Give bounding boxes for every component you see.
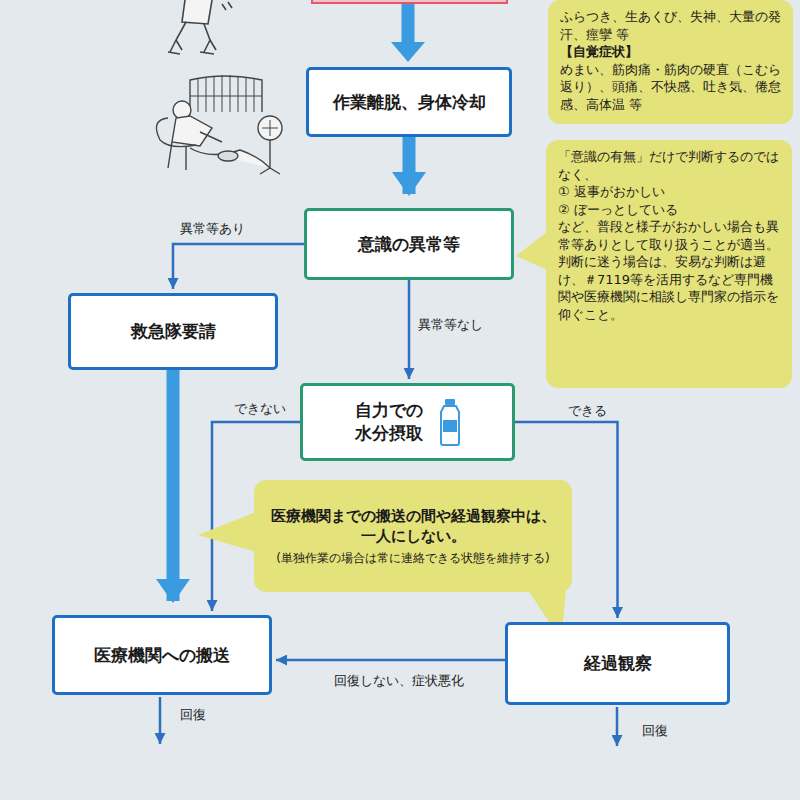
flow-arrow — [276, 659, 505, 662]
fan-head — [258, 116, 282, 140]
node-text: など、普段と様子がおかしい場合も異常等ありとして取り扱うことが適当。 — [558, 218, 780, 253]
fence-rail — [190, 96, 262, 97]
node-text: めまい、筋肉痛・筋肉の硬直（こむら返り）、頭痛、不快感、吐き気、倦怠感、高体温 … — [560, 61, 781, 114]
node-text: 医療機関への搬送 — [94, 644, 230, 667]
water-splash — [218, 151, 238, 161]
node-text: 救急隊要請 — [131, 320, 216, 343]
node-text: 意識の異常等 — [358, 233, 460, 256]
bottle-label — [443, 420, 457, 432]
node-text: 医療機関までの搬送の間や経過観察中は、一人にしない。 — [266, 506, 560, 547]
cooling-scene — [156, 75, 282, 174]
fan-stand — [260, 140, 280, 174]
worker-body — [182, 0, 212, 24]
recovery-arrow — [616, 707, 619, 746]
cut-off-box — [312, 0, 507, 3]
flow-arrow — [173, 244, 304, 289]
thick-arrow — [402, 4, 415, 44]
worker-figure — [168, 0, 232, 54]
process-box: 医療機関への搬送 — [52, 615, 272, 695]
decision-box: 意識の異常等 — [304, 208, 514, 280]
fence-frame — [190, 76, 262, 112]
worker-foot — [168, 52, 214, 54]
process-box: 経過観察 — [505, 622, 730, 705]
arrow-head — [391, 42, 425, 62]
fence-bars — [198, 75, 254, 112]
lying-worker — [190, 148, 270, 168]
hose — [156, 118, 196, 147]
helper-body — [172, 116, 212, 146]
flow-arrow — [408, 280, 411, 379]
symptom-panel: ふらつき、生あくび、失神、大量の発汗、痙攣 等【自覚症状】めまい、筋肉痛・筋肉の… — [548, 0, 793, 124]
thick-arrow — [167, 370, 180, 601]
outcome-label: 回復 — [178, 706, 208, 724]
node-text: ① 返事がおかしい — [558, 183, 665, 201]
worker-leg — [204, 24, 216, 52]
edge-label: 異常等なし — [416, 316, 485, 334]
process-box: 救急隊要請 — [68, 293, 278, 370]
node-text: ② ぼーっとしている — [558, 201, 678, 219]
node-text: 自力での水分摂取 — [352, 399, 425, 445]
edge-label: 異常等あり — [178, 220, 247, 238]
note-callout: 「意識の有無」だけで判断するのではなく、① 返事がおかしい② ぼーっとしているな… — [546, 140, 792, 388]
thick-arrow — [403, 137, 416, 194]
node-text: 「意識の有無」だけで判断するのではなく、 — [558, 148, 780, 183]
wobble-mark — [222, 2, 232, 10]
node-text: 作業離脱、身体冷却 — [333, 91, 486, 114]
edge-label: できない — [232, 400, 288, 418]
node-text: 判断に迷う場合は、安易な判断は避け、＃7119等を活用するなど専門機関や医療機関… — [558, 253, 780, 323]
bottle-icon — [437, 398, 463, 446]
edge-label: 回復しない、症状悪化 — [332, 672, 466, 690]
node-text: 【自覚症状】 — [560, 43, 638, 61]
decision-box: 自力での水分摂取 — [300, 383, 515, 461]
node-text: ふらつき、生あくび、失神、大量の発汗、痙攣 等 — [560, 8, 781, 43]
callout-tail — [198, 512, 256, 552]
note-callout: 医療機関までの搬送の間や経過観察中は、一人にしない。 (単独作業の場合は常に連絡で… — [254, 480, 572, 592]
bottle-body — [441, 406, 459, 445]
fan-guard — [262, 120, 278, 136]
node-text: (単独作業の場合は常に連絡できる状態を維持する) — [276, 550, 549, 566]
outcome-label: 回復 — [640, 722, 670, 740]
bottle-cap — [445, 399, 455, 405]
node-text: 経過観察 — [584, 652, 652, 675]
edge-label: できる — [566, 402, 609, 420]
recovery-arrow — [159, 697, 162, 744]
process-box: 作業離脱、身体冷却 — [306, 67, 512, 137]
worker-leg — [170, 22, 186, 52]
